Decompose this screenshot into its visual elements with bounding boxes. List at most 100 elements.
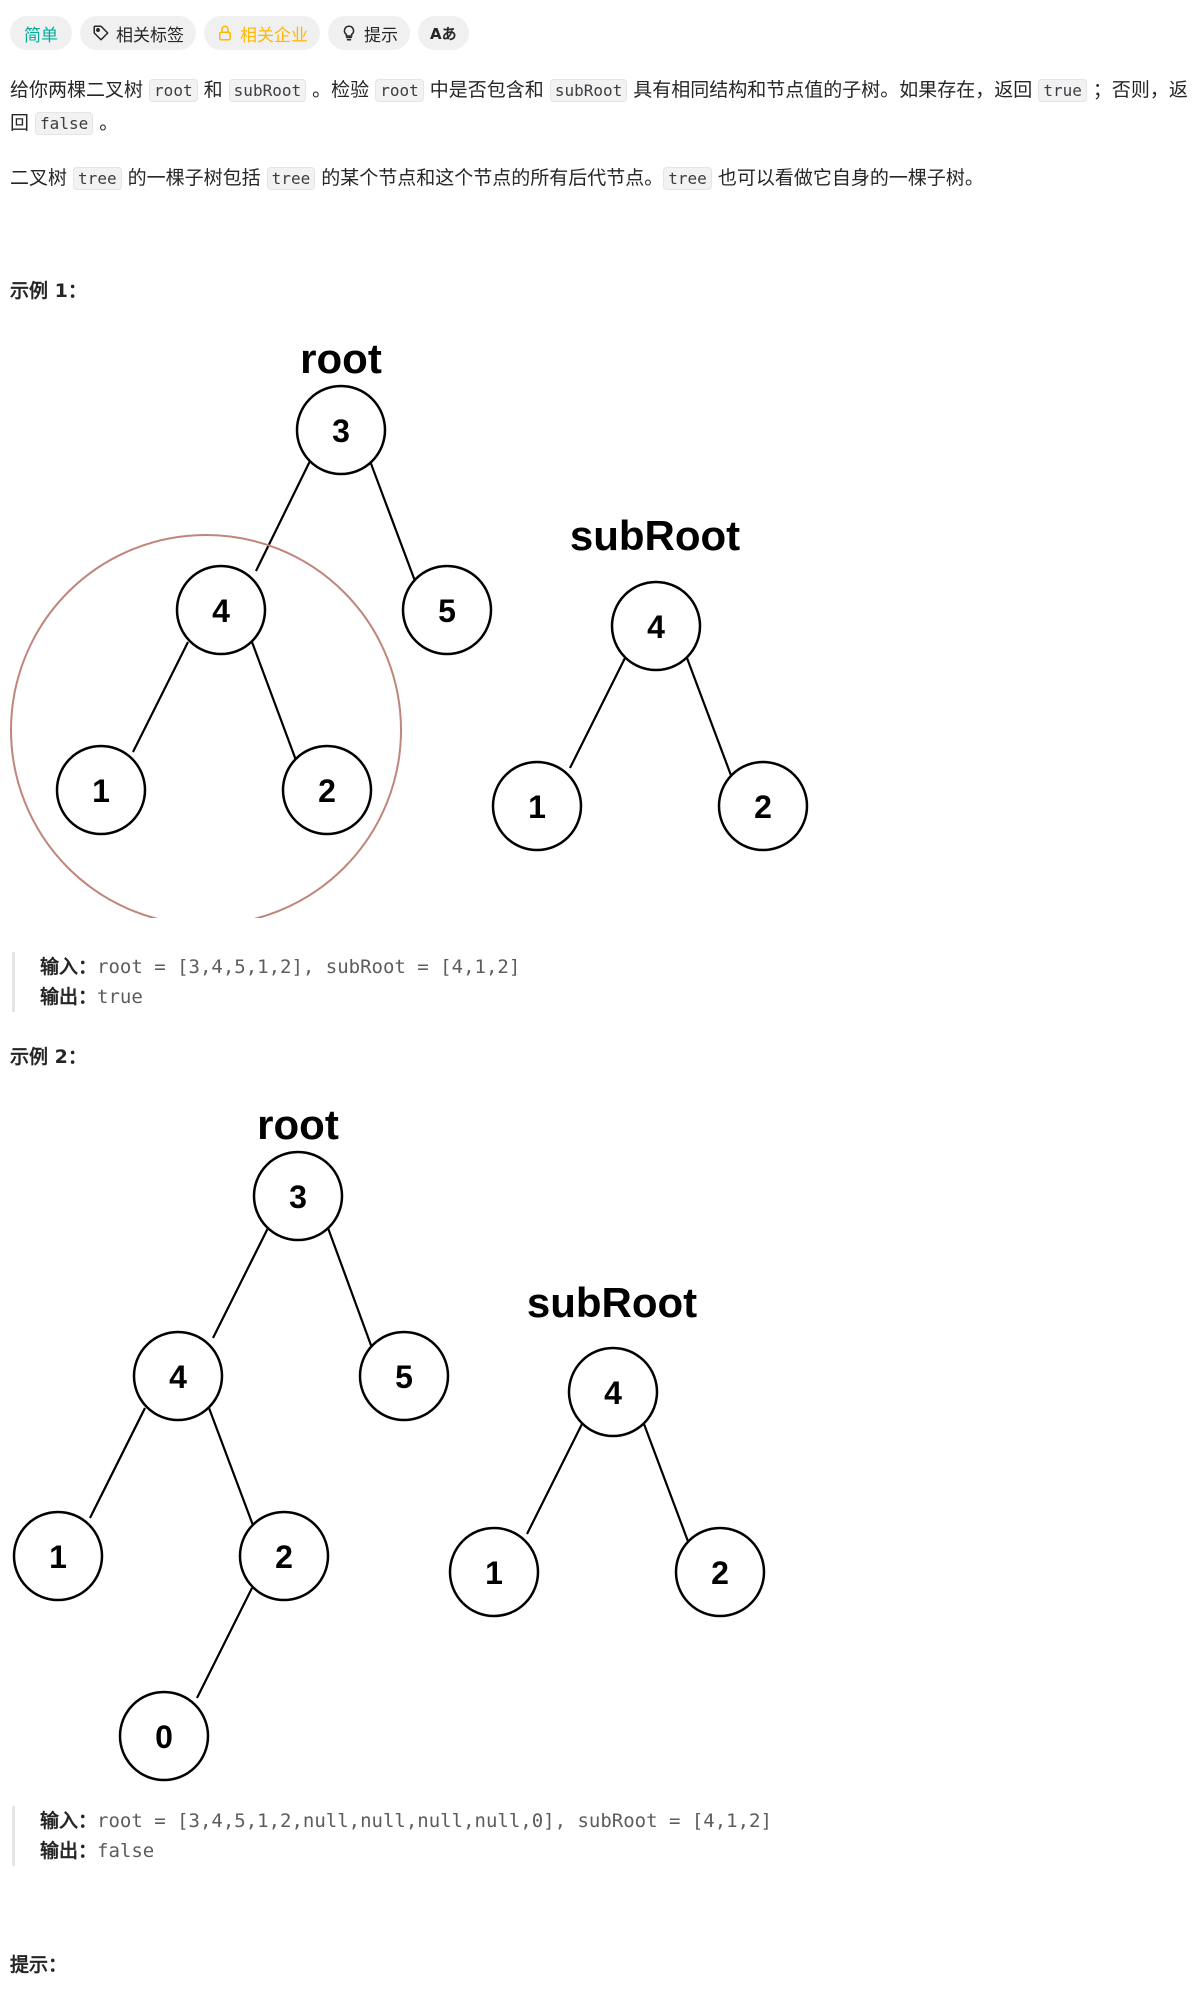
- root-tree-label: root: [257, 1101, 339, 1148]
- text-segment: 具有相同结构和节点值的子树。如果存在，返回: [627, 79, 1039, 101]
- edge: [255, 460, 311, 572]
- example-2-title: 示例 2：: [10, 1046, 87, 1068]
- input-label: 输入：: [40, 956, 98, 978]
- hint-label: 提示: [364, 25, 398, 46]
- difficulty-badge[interactable]: 简单: [10, 16, 72, 50]
- subtree-highlight-circle: [10, 534, 402, 918]
- text-segment: 中是否包含和: [423, 79, 550, 101]
- example-2-io: 输入：root = [3,4,5,1,2,null,null,null,null…: [12, 1806, 772, 1866]
- tag-icon: [93, 25, 109, 41]
- text-segment: 的一棵子树包括: [121, 167, 267, 189]
- node-value: 4: [212, 593, 230, 629]
- edge: [526, 1423, 583, 1535]
- edge: [250, 641, 299, 764]
- constraints-title: 提示：: [10, 1954, 68, 1976]
- tree-node: [55, 744, 147, 836]
- tree-node: [674, 1526, 766, 1618]
- text-segment: 二叉树: [10, 167, 74, 189]
- tree-node: [238, 1510, 330, 1602]
- inline-code: false: [35, 112, 94, 135]
- companies-tag-button[interactable]: 相关企业: [204, 16, 320, 50]
- edge: [89, 1407, 146, 1519]
- hint-button[interactable]: 提示: [328, 16, 410, 50]
- output-label: 输出：: [40, 1840, 98, 1862]
- inline-code: tree: [266, 167, 316, 190]
- inline-code: root: [375, 79, 424, 102]
- translate-button[interactable]: Aあ: [418, 16, 469, 50]
- edge: [196, 1587, 253, 1699]
- node-value: 5: [438, 593, 456, 629]
- companies-tag-label: 相关企业: [240, 25, 308, 46]
- node-value: 0: [155, 1719, 173, 1755]
- node-value: 2: [318, 773, 336, 809]
- lock-icon: [219, 25, 231, 41]
- text-segment: 也可以看做它自身的一棵子树。: [711, 167, 984, 189]
- tree-node: [252, 1150, 344, 1242]
- node-value: 4: [647, 609, 665, 645]
- example-1-title: 示例 1：: [10, 280, 87, 302]
- inline-code: true: [1038, 79, 1087, 102]
- text-segment: 给你两棵二叉树: [10, 79, 150, 101]
- node-value: 2: [754, 789, 772, 825]
- node-value: 3: [332, 413, 350, 449]
- edge: [212, 1227, 269, 1339]
- tree-node: [175, 564, 267, 656]
- node-value: 1: [528, 789, 546, 825]
- example-1-diagram: root subRoot 3 4 5 1 2 4 1 2: [10, 335, 809, 918]
- tag-bar: 简单 相关标签 相关企业 提示 Aあ: [10, 16, 469, 50]
- output-value: true: [97, 986, 143, 1008]
- tree-node: [358, 1330, 450, 1422]
- input-label: 输入：: [40, 1810, 98, 1832]
- edge: [368, 460, 417, 582]
- inline-code: root: [149, 79, 198, 102]
- tree-node: [567, 1346, 659, 1438]
- tree-node: [118, 1690, 210, 1782]
- output-value: false: [97, 1840, 155, 1862]
- translate-icon: Aあ: [430, 24, 457, 43]
- node-value: 4: [604, 1375, 622, 1411]
- description-paragraph-1: 给你两棵二叉树 root 和 subRoot 。检验 root 中是否包含和 s…: [10, 74, 1195, 140]
- input-value: root = [3,4,5,1,2], subRoot = [4,1,2]: [97, 956, 521, 978]
- node-value: 1: [49, 1539, 67, 1575]
- tree-node: [491, 760, 583, 852]
- inline-code: subRoot: [228, 79, 307, 102]
- tree-node: [132, 1330, 224, 1422]
- edge: [642, 1423, 691, 1545]
- tree-node: [281, 744, 373, 836]
- inline-code: tree: [663, 167, 712, 190]
- edge: [685, 657, 734, 779]
- difficulty-label: 简单: [24, 25, 58, 46]
- node-value: 2: [711, 1555, 729, 1591]
- tree-node: [717, 760, 809, 852]
- example-1-io: 输入：root = [3,4,5,1,2], subRoot = [4,1,2]…: [12, 952, 520, 1012]
- root-tree-label: root: [300, 335, 382, 382]
- subroot-tree-label: subRoot: [527, 1279, 697, 1326]
- example-2-diagram: root subRoot 3 4 5 1 2 0 4 1 2: [12, 1101, 766, 1782]
- output-label: 输出：: [40, 986, 98, 1008]
- tree-node: [295, 384, 387, 476]
- subroot-tree-label: subRoot: [570, 512, 740, 559]
- edge: [569, 657, 626, 769]
- topics-tag-button[interactable]: 相关标签: [80, 16, 196, 50]
- node-value: 1: [485, 1555, 503, 1591]
- topics-tag-label: 相关标签: [116, 25, 184, 46]
- node-value: 5: [395, 1359, 413, 1395]
- node-value: 3: [289, 1179, 307, 1215]
- lightbulb-icon: [343, 25, 355, 41]
- edge: [132, 641, 189, 753]
- inline-code: tree: [73, 167, 122, 190]
- node-value: 4: [169, 1359, 187, 1395]
- edge: [207, 1407, 256, 1529]
- input-value: root = [3,4,5,1,2,null,null,null,null,0]…: [97, 1810, 772, 1832]
- tree-node: [610, 580, 702, 672]
- node-value: 2: [275, 1539, 293, 1575]
- tree-node: [448, 1526, 540, 1618]
- text-segment: 。检验: [306, 79, 376, 101]
- node-value: 1: [92, 773, 110, 809]
- text-segment: 和: [197, 79, 229, 101]
- tree-node: [401, 564, 493, 656]
- text-segment: 的某个节点和这个节点的所有后代节点。: [315, 167, 664, 189]
- tree-node: [12, 1510, 104, 1602]
- text-segment: 。: [93, 112, 119, 134]
- inline-code: subRoot: [549, 79, 628, 102]
